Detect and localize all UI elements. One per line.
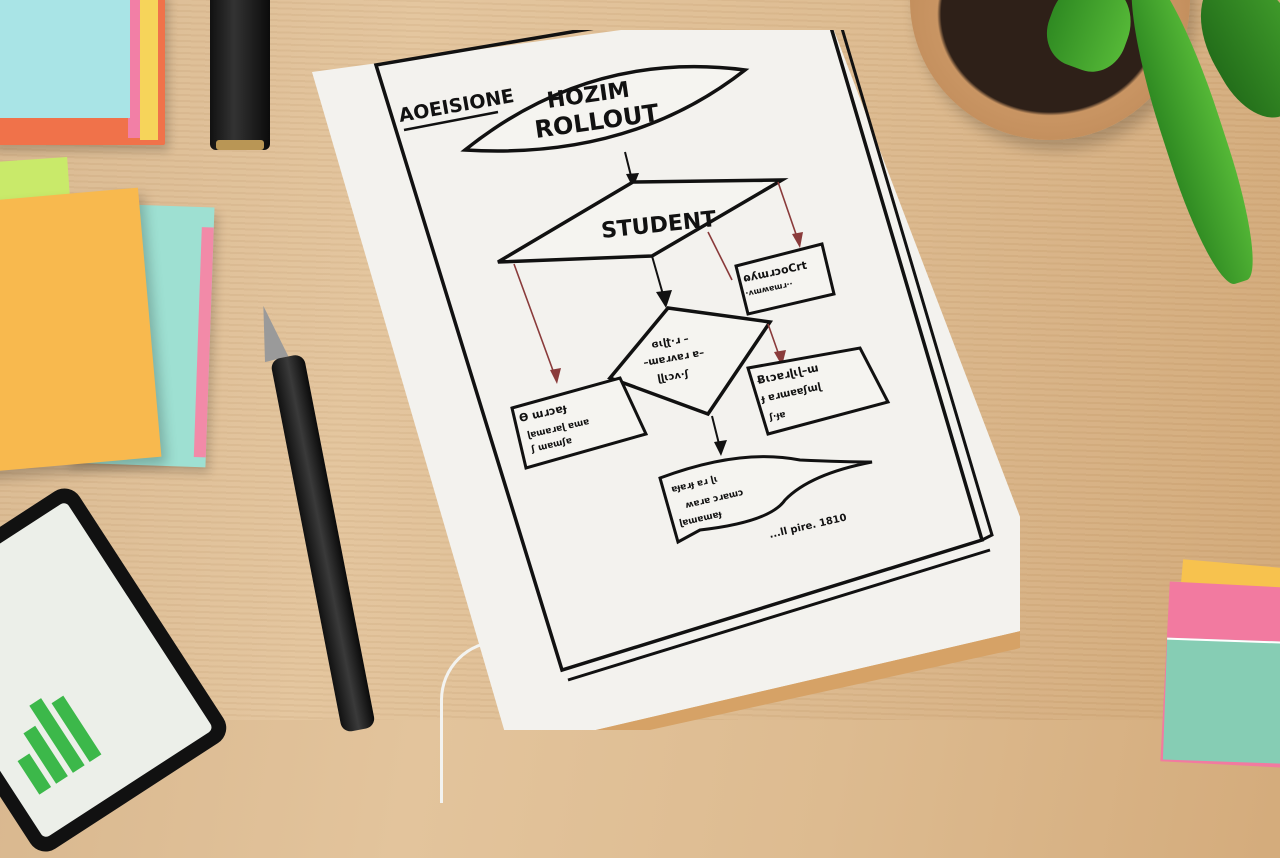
- sticky-note-pad-top-left: [0, 0, 165, 145]
- flowchart-sketch: AOEISIONE HOZIM ROLLOUT STUDENT ɷʎɯɹɔoCr…: [312, 30, 1020, 730]
- sticky-note-orange: [0, 187, 162, 473]
- sticky-note-teal-right: [1162, 637, 1280, 765]
- pen-cap: [210, 0, 270, 150]
- notebook: AOEISIONE HOZIM ROLLOUT STUDENT ɷʎɯɹɔoCr…: [300, 30, 1020, 730]
- right-box-scribble-3: ʃ·ɟɐ: [768, 410, 787, 423]
